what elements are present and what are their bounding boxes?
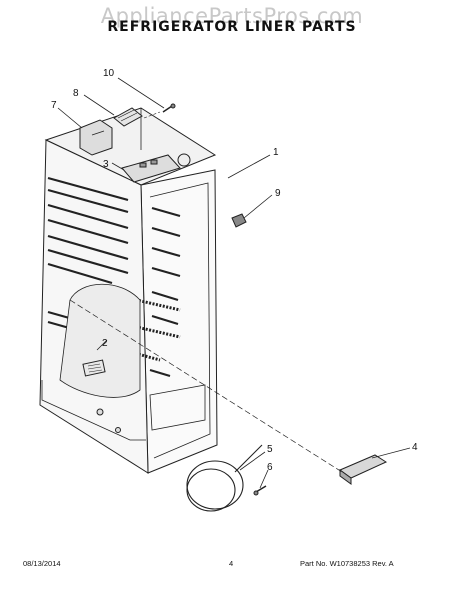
crisper-cover-area: [59, 283, 141, 398]
part-2-vent-grille: [82, 359, 106, 377]
callout-3: 3: [103, 159, 109, 170]
page-title: REFRIGERATOR LINER PARTS: [107, 19, 357, 35]
callout-2: 2: [102, 338, 108, 349]
callout-5: 5: [267, 444, 273, 455]
callout-9: 9: [275, 188, 281, 199]
part-5-tubing: [186, 444, 263, 512]
part-10-screw: [162, 103, 176, 113]
callout-4: 4: [412, 442, 418, 453]
part-4-cover: [338, 454, 388, 485]
part-7-bracket: [79, 119, 113, 156]
callout-6: 6: [267, 462, 273, 473]
footer-date: 08/13/2014: [23, 559, 61, 568]
callout-7: 7: [51, 100, 57, 111]
callout-8: 8: [73, 88, 79, 99]
footer-part-info: Part No. W10738253 Rev. A: [300, 559, 394, 568]
watermark: AppliancePartsPros.com: [100, 4, 364, 28]
part-8-grille: [113, 107, 143, 127]
right-shelf-rails: [149, 206, 181, 378]
callout-1: 1: [273, 147, 279, 158]
callout-10: 10: [103, 68, 115, 79]
part-6-screw: [253, 485, 267, 496]
part-3-control-housing: [121, 153, 191, 183]
part-9-clip: [231, 213, 247, 228]
footer-page-number: 4: [229, 559, 234, 568]
